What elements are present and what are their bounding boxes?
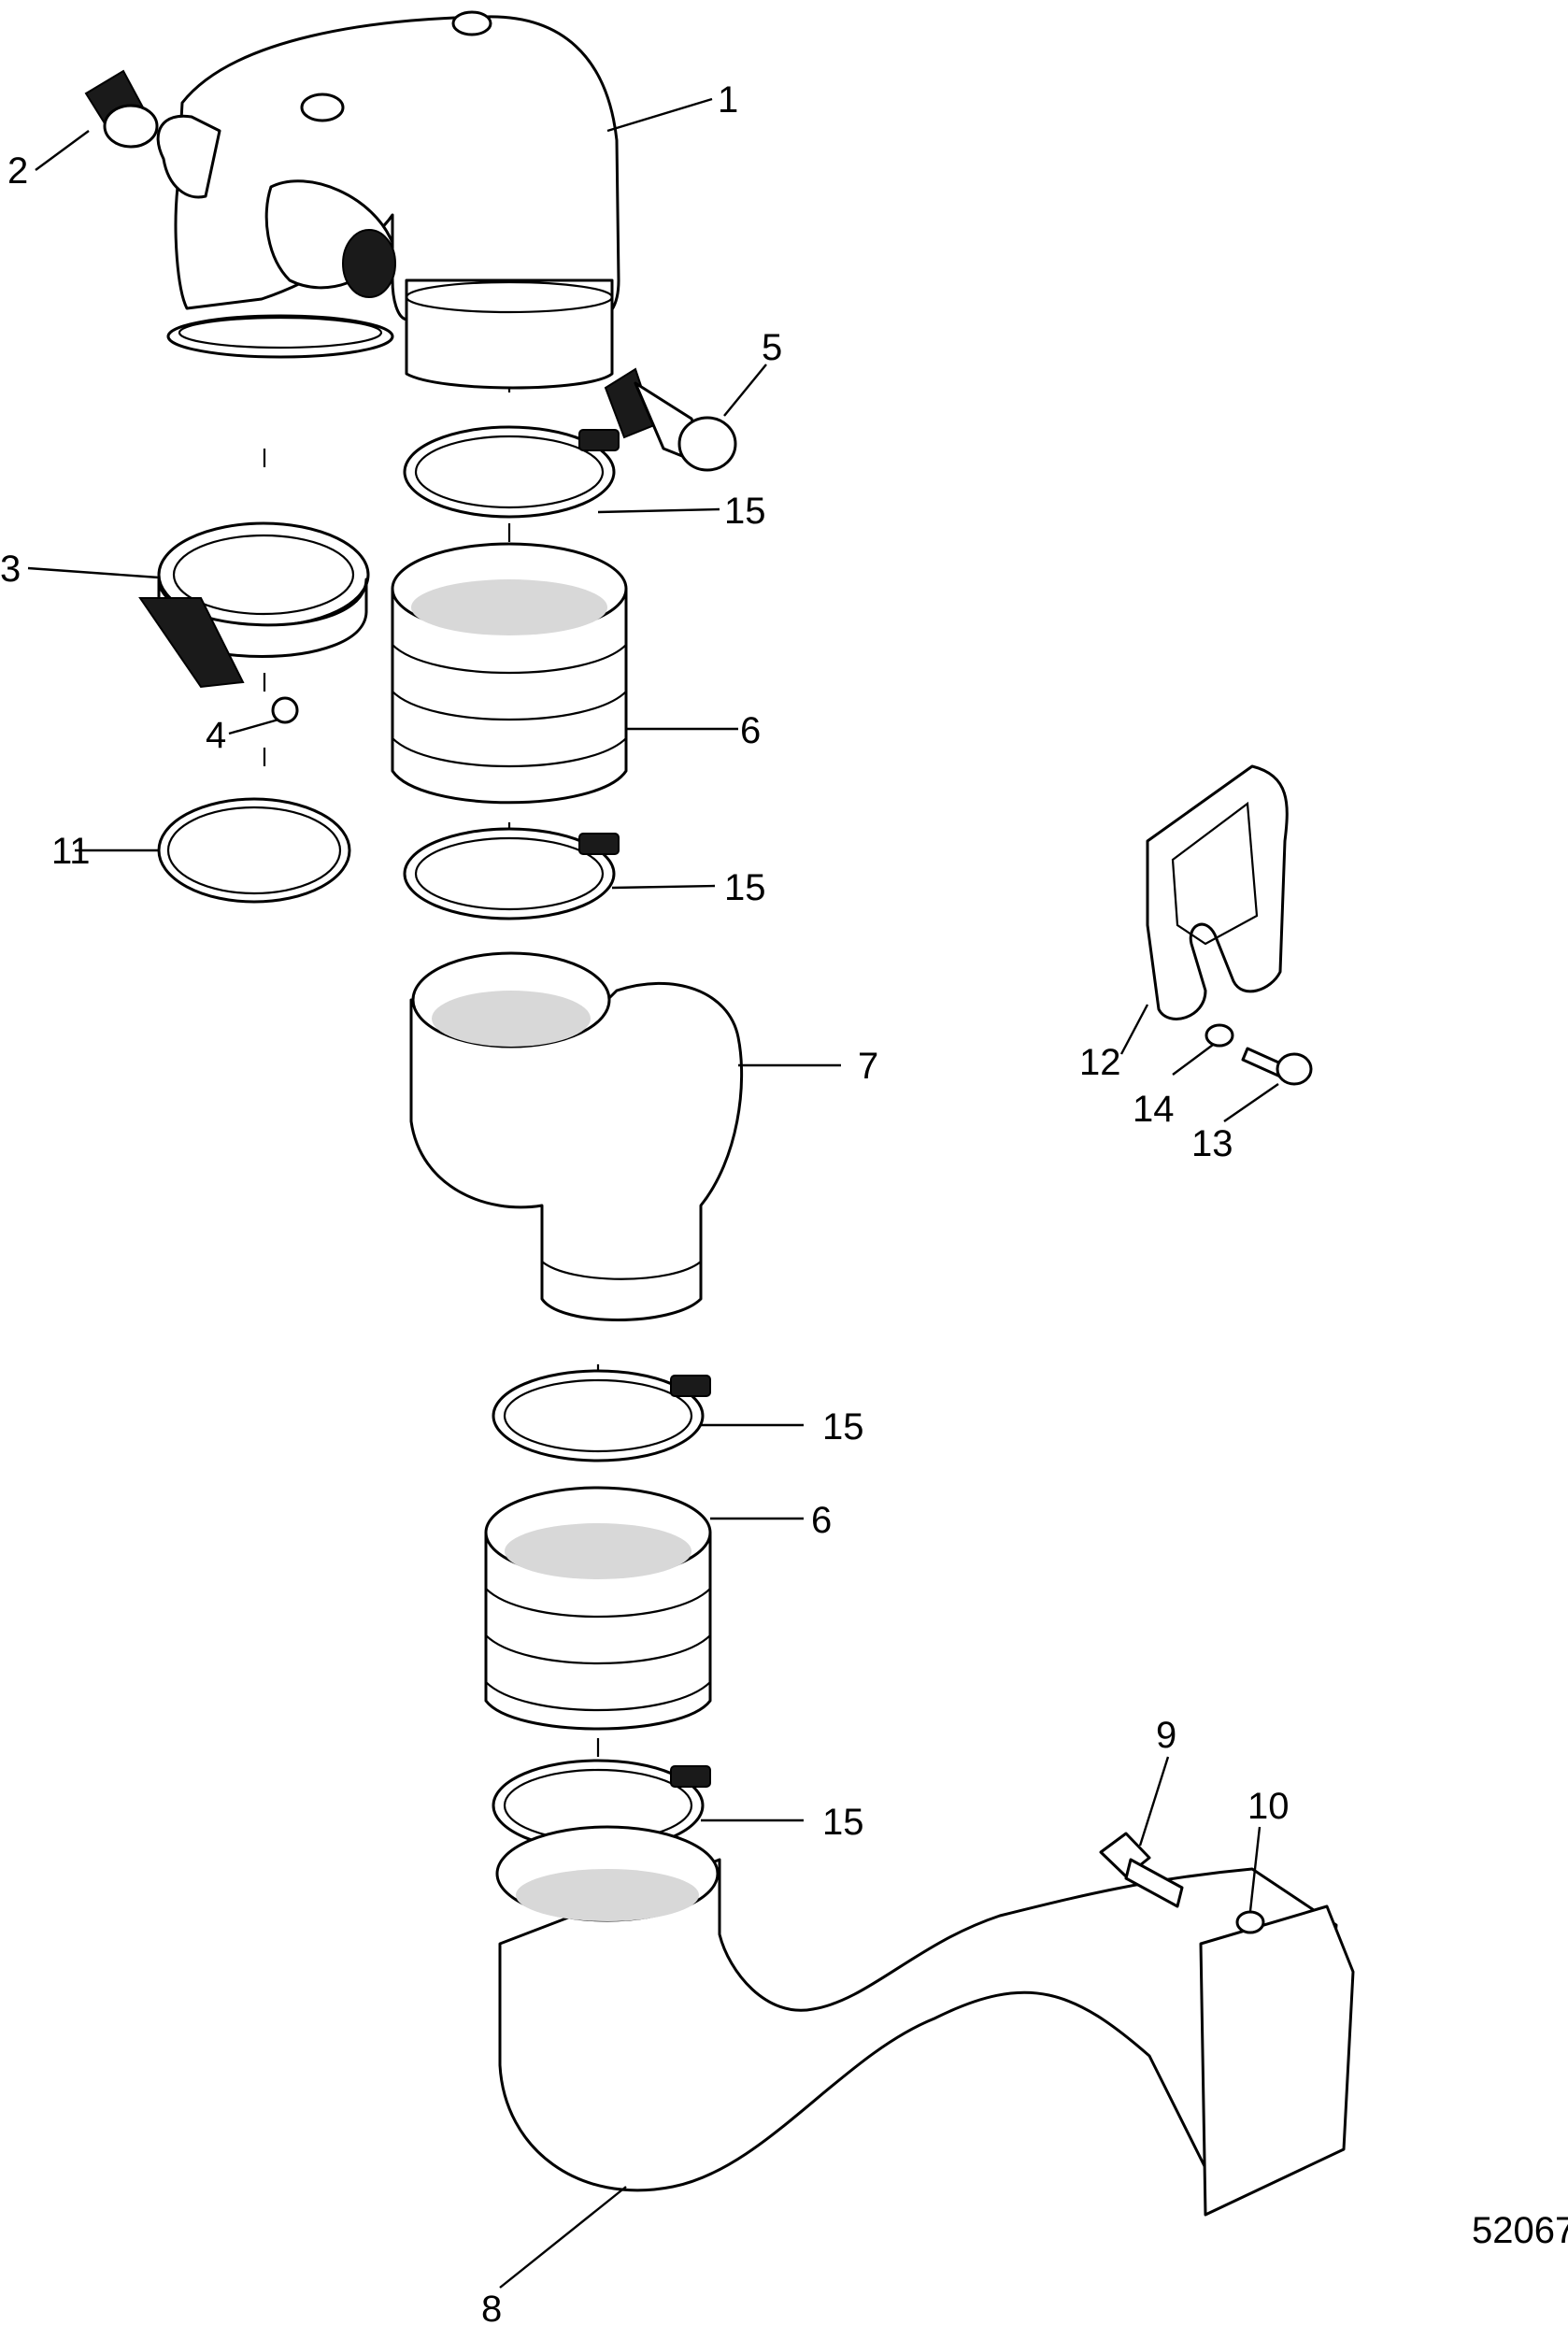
- part-hose-clamp-top: [403, 425, 620, 519]
- callout-6-upper: 6: [740, 710, 761, 751]
- part-exhaust-hose-lower: [484, 1486, 712, 1731]
- callout-6-lower: 6: [811, 1500, 832, 1541]
- part-o-ring: [157, 797, 351, 904]
- part-lock-washer: [1235, 1910, 1265, 1934]
- callout-13: 13: [1191, 1123, 1233, 1164]
- callout-4: 4: [206, 715, 226, 756]
- part-exhaust-elbow-intermediate: [409, 951, 744, 1321]
- part-exhaust-hose-upper: [391, 542, 628, 805]
- part-washer: [1205, 1023, 1234, 1048]
- callout-7: 7: [858, 1046, 878, 1087]
- callout-3: 3: [0, 549, 21, 590]
- callout-10: 10: [1247, 1786, 1290, 1827]
- part-exhaust-elbow: [156, 10, 620, 390]
- part-hose-clamp-3: [492, 1369, 711, 1462]
- callout-15-a: 15: [724, 491, 766, 532]
- part-nut: [271, 696, 299, 724]
- callout-15-d: 15: [822, 1802, 864, 1843]
- part-hose-fitting: [604, 367, 737, 472]
- part-hose-clamp-2: [403, 827, 620, 920]
- callout-15-b: 15: [724, 867, 766, 908]
- callout-labels: 1 2 3 4 5 6 6 7 8 9 10 11 12 13 14 15 15…: [0, 79, 1290, 2325]
- callout-5: 5: [762, 327, 782, 368]
- callout-leader-lines: [27, 97, 1279, 2289]
- callout-8: 8: [481, 2289, 502, 2325]
- callout-11: 11: [51, 831, 91, 872]
- callout-12: 12: [1079, 1042, 1121, 1083]
- callout-2: 2: [7, 150, 28, 192]
- part-pipe-plug: [84, 69, 159, 149]
- part-bolt: [1241, 1047, 1313, 1086]
- figure-id: 52067: [1472, 2210, 1568, 2251]
- callout-15-c: 15: [822, 1406, 864, 1448]
- callout-9: 9: [1156, 1715, 1176, 1756]
- part-screw: [1099, 1832, 1184, 1908]
- callout-14: 14: [1133, 1089, 1175, 1130]
- part-exhaust-pipe: [495, 1825, 1355, 2217]
- part-v-band-clamp: [138, 521, 370, 689]
- part-gasket: [1146, 764, 1289, 1020]
- callout-1: 1: [718, 79, 738, 121]
